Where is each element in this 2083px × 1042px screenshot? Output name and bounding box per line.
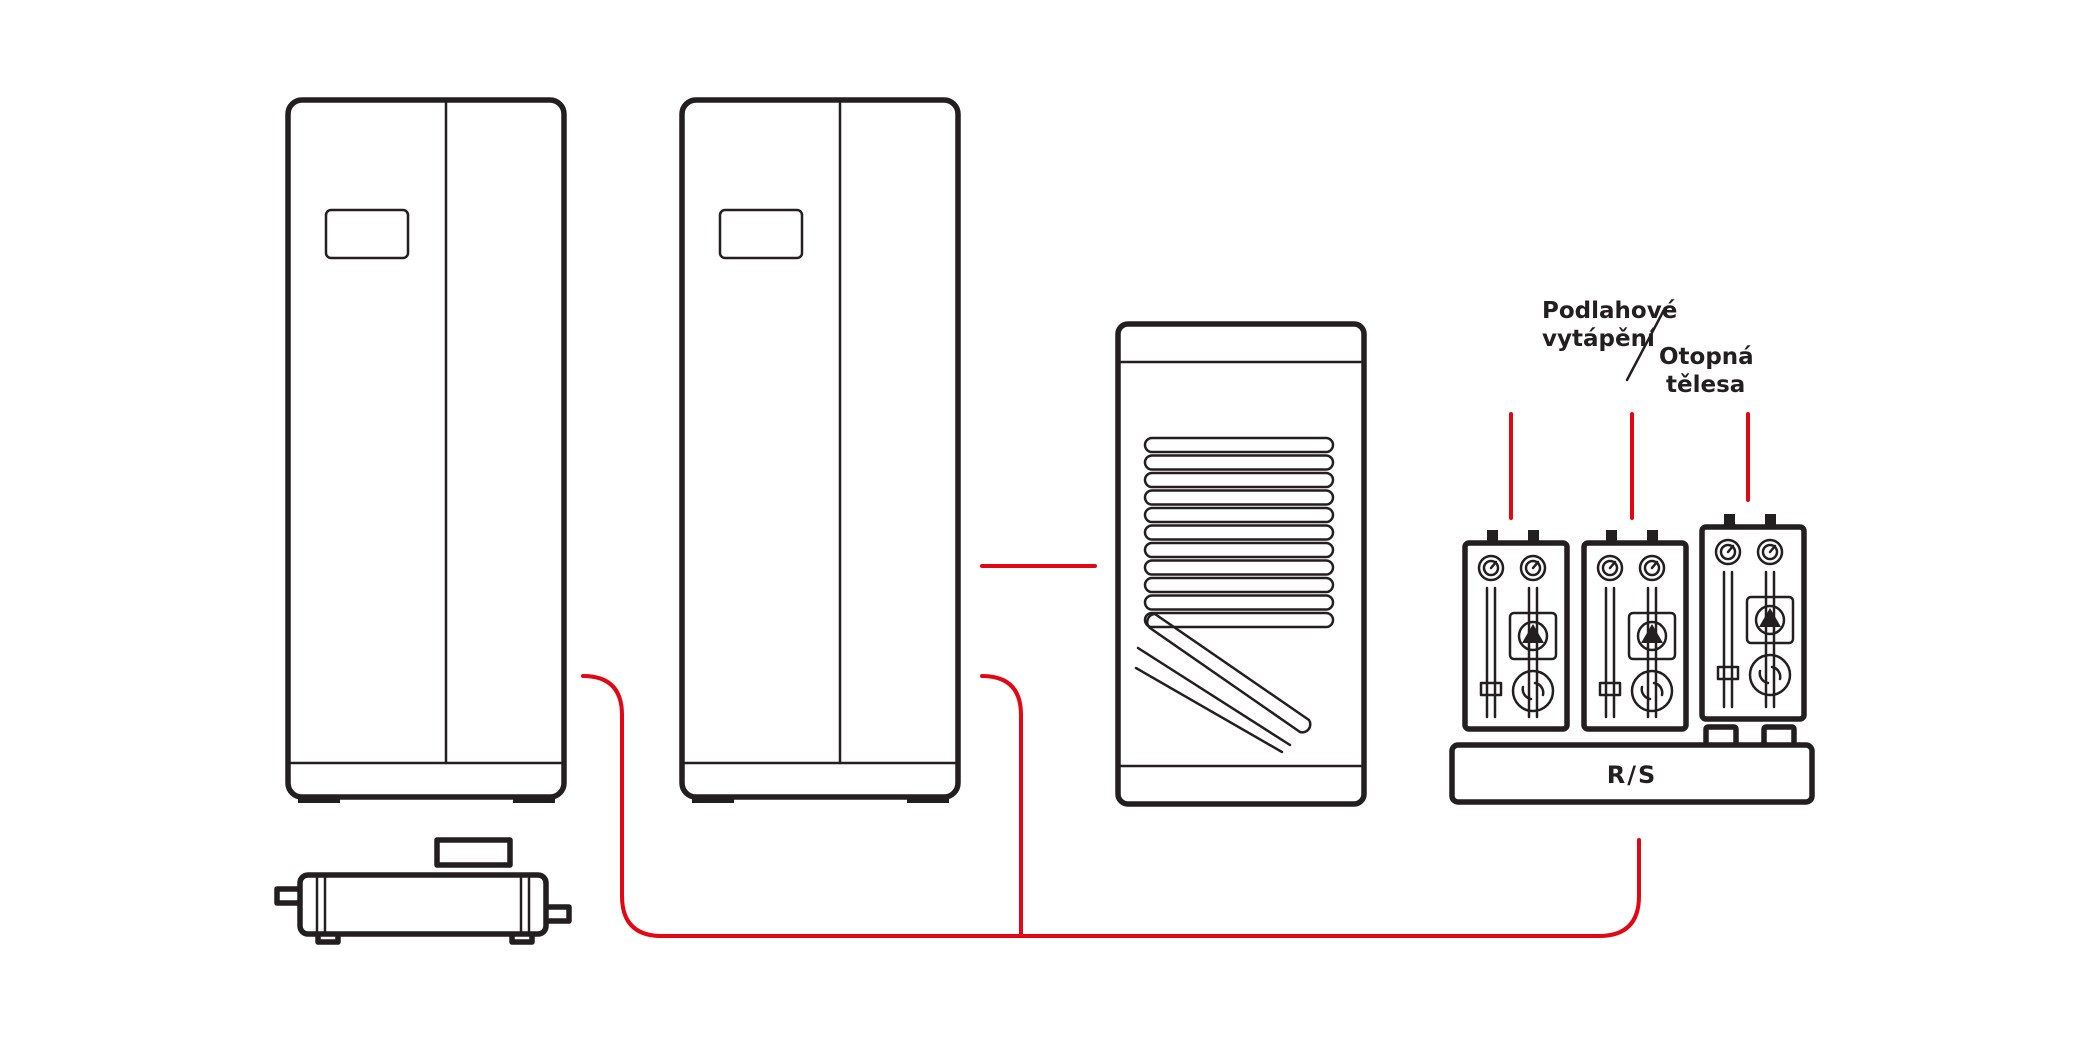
label-radiators-line1: Otopná bbox=[1659, 344, 1754, 370]
coil-turn bbox=[1143, 436, 1335, 454]
coil-turn bbox=[1143, 454, 1335, 471]
coil-turn bbox=[1143, 576, 1335, 594]
manifold: R/S bbox=[1449, 724, 1815, 805]
label-floor-heating-line2: vytápění bbox=[1542, 326, 1656, 352]
coil-turn bbox=[1143, 471, 1335, 489]
circuit-labels: Podlahové vytápění Otopná tělesa bbox=[1542, 298, 1754, 398]
display-panel bbox=[324, 208, 410, 260]
coil-turn bbox=[1143, 489, 1335, 506]
heat-pump-unit-1 bbox=[285, 97, 567, 803]
label-radiators-line2: tělesa bbox=[1666, 372, 1745, 398]
pump-group-3 bbox=[1699, 514, 1807, 722]
heat-exchanger-coil bbox=[1134, 436, 1335, 754]
pipe-unit2-branch bbox=[980, 674, 1023, 938]
pump-group-2 bbox=[1581, 530, 1689, 732]
coil-turn bbox=[1143, 541, 1335, 559]
coil-turn bbox=[1143, 559, 1335, 576]
heat-pump-unit-2 bbox=[679, 97, 961, 803]
label-divider bbox=[1625, 306, 1667, 382]
outdoor-unit bbox=[274, 837, 572, 945]
coil-return-line bbox=[1134, 666, 1284, 754]
coil-turn bbox=[1143, 611, 1335, 629]
manifold-label: R/S bbox=[1607, 761, 1658, 789]
pump-group-1 bbox=[1462, 530, 1570, 732]
coil-return-line bbox=[1136, 646, 1292, 747]
storage-tank bbox=[1115, 321, 1367, 807]
coil-turn bbox=[1143, 506, 1335, 524]
coil-return bbox=[1146, 612, 1312, 734]
display-panel bbox=[718, 208, 804, 260]
pipe-network bbox=[581, 412, 1750, 938]
coil-turn bbox=[1143, 524, 1335, 541]
coil-turn bbox=[1143, 594, 1335, 611]
pump-groups bbox=[1462, 514, 1807, 732]
pipe-main-return bbox=[581, 674, 1641, 938]
label-floor-heating-line1: Podlahové bbox=[1542, 298, 1677, 324]
